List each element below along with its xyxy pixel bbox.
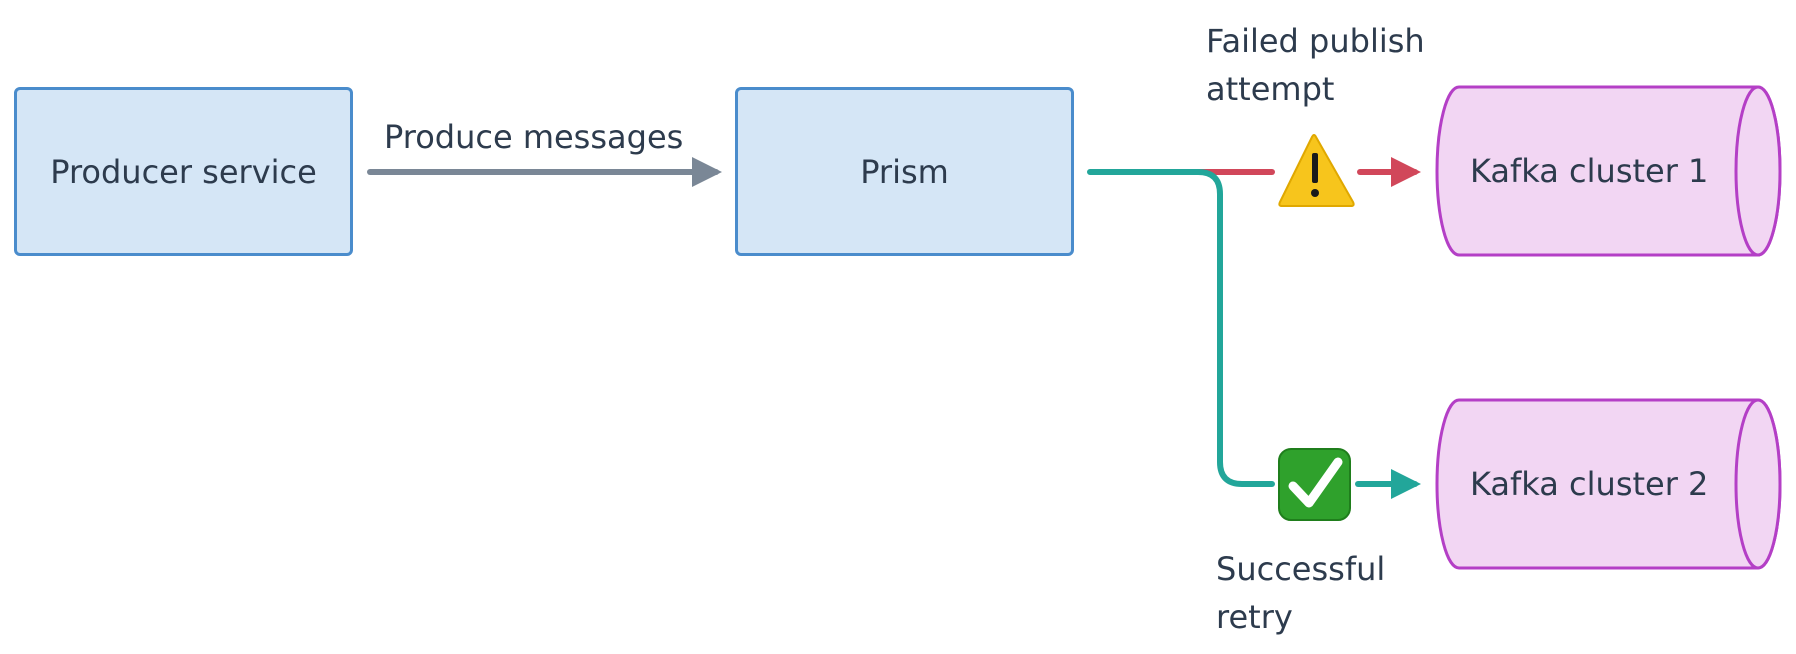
warning-icon [1278,134,1355,207]
kafka-cluster-1-label: Kafka cluster 1 [1470,152,1709,190]
kafka-cluster-1-label-wrap: Kafka cluster 1 [1470,147,1708,195]
kafka-cluster-2-label: Kafka cluster 2 [1470,465,1709,503]
producer-service-label: Producer service [50,152,317,191]
prism-box: Prism [735,87,1074,256]
retry-path [1087,169,1275,487]
check-mark-icon [1278,448,1351,521]
successful-retry-label-line2: retry [1216,598,1293,636]
failed-publish-label-line1: Failed publish [1206,22,1425,60]
successful-retry-label-line1: Successful [1216,550,1386,588]
kafka-cluster-2-label-wrap: Kafka cluster 2 [1470,460,1708,508]
produce-messages-label: Produce messages [384,118,684,156]
failed-publish-label-line2: attempt [1206,70,1335,108]
prism-label: Prism [860,152,949,191]
producer-service-box: Producer service [14,87,353,256]
kafka-cluster-1-cylinder [1435,85,1782,257]
kafka-cluster-2-cylinder [1435,398,1782,570]
